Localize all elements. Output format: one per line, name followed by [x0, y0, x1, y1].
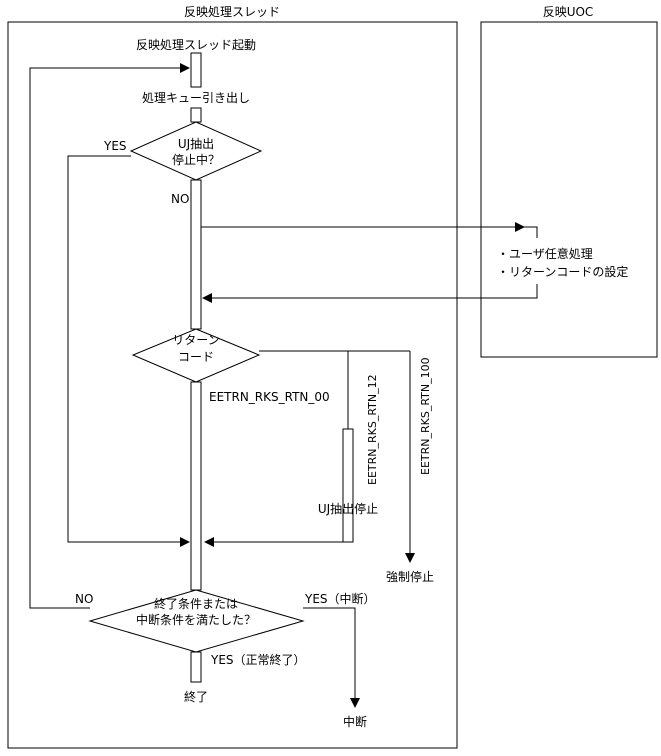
branch-rtn100-label: EETRN_RKS_RTN_100 [419, 357, 432, 475]
decision-uj-stop [129, 121, 263, 181]
decision-return-code [131, 328, 261, 383]
branch-rtn12-label: EETRN_RKS_RTN_12 [366, 374, 379, 485]
uoc-item-set-return-code: ・リターンコードの設定 [497, 265, 629, 279]
arrow-yes-stop [67, 155, 190, 547]
thread-bar-after-dequeue [190, 107, 202, 123]
lane-title-thread: 反映処理スレッド [183, 5, 281, 19]
return-code-line2: コード [177, 350, 215, 364]
lane-right-box [480, 21, 658, 358]
forced-stop-label: 強制停止 [385, 570, 435, 584]
abort-label: 中断 [342, 715, 368, 729]
end-check-line1: 終了条件または [153, 597, 239, 611]
uj-stop-line2: 停止中？ [171, 153, 221, 167]
thread-bar-start [190, 52, 202, 88]
branch-no-label: NO [171, 192, 190, 206]
start-label: 反映処理スレッド起動 [135, 38, 257, 52]
thread-bar-end [190, 651, 202, 683]
lane-left-box [7, 21, 458, 749]
uj-stop-line1: UJ抽出 [177, 137, 215, 151]
end-label: 終了 [183, 690, 209, 704]
yes-normal-label: YES（正常終了） [211, 653, 306, 667]
uj-stop-label: UJ抽出停止 [317, 502, 379, 516]
end-check-line2: 中断条件を満たした？ [135, 613, 257, 627]
uoc-bracket [524, 226, 538, 238]
end-no-label: NO [75, 592, 94, 606]
arrow-abort [303, 607, 360, 708]
branch-rtn00-label: EETRN_RKS_RTN_00 [209, 390, 330, 404]
return-code-line1: リターン [172, 333, 220, 347]
dequeue-label: 処理キュー引き出し [141, 91, 251, 105]
decision-end-condition [88, 589, 305, 653]
thread-bar-after-rc [190, 381, 202, 591]
branch-yes-label: YES [104, 139, 127, 153]
lane-title-uoc: 反映UOC [542, 5, 594, 19]
uoc-item-user-process: ・ユーザ任意処理 [497, 247, 593, 261]
arrow-loop-back [29, 63, 190, 609]
uoc-bracket [524, 284, 538, 299]
thread-bar-main [190, 179, 202, 330]
rtn12-bar [342, 428, 354, 543]
yes-abort-label: YES（中断） [305, 592, 376, 606]
